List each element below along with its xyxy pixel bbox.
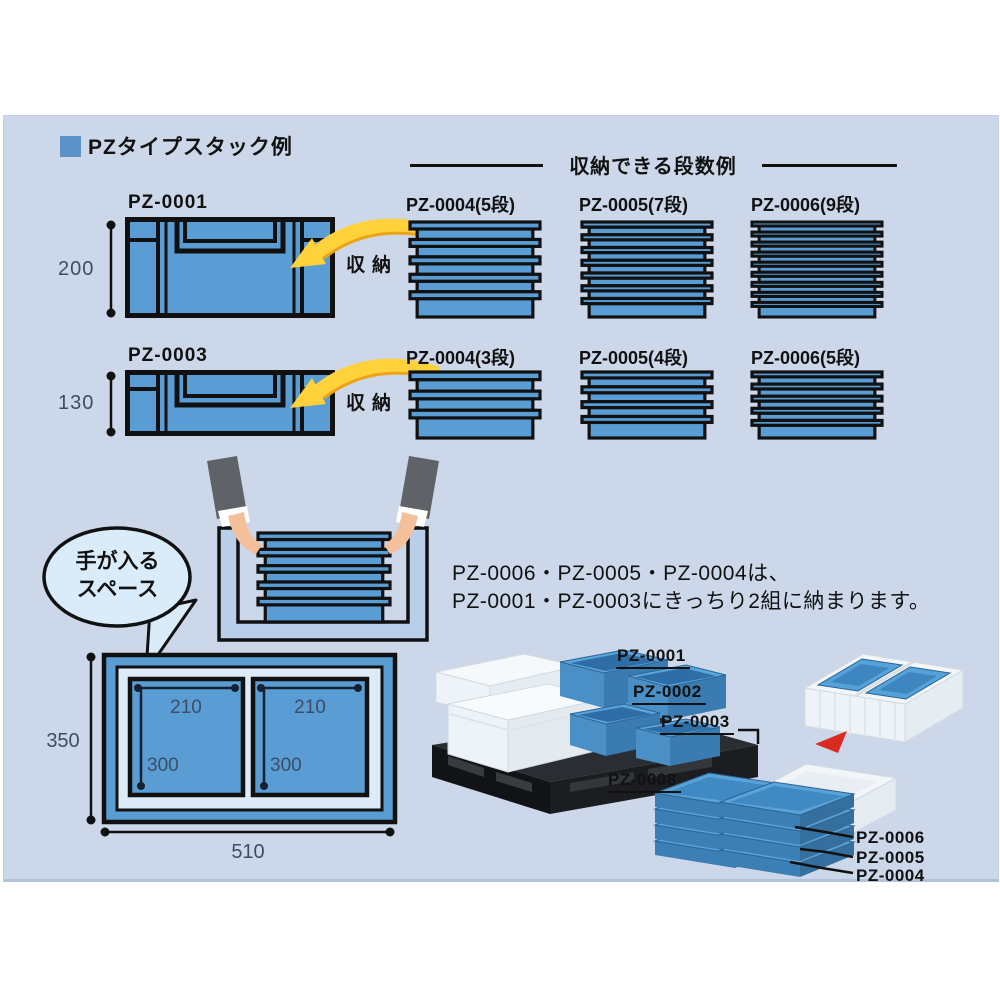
slot-height-right: 300	[270, 755, 302, 776]
connector-pz0006	[794, 825, 854, 839]
red-arrow	[815, 731, 847, 753]
stack-label-pz0006-5: PZ-0006(5段)	[751, 348, 861, 368]
photo-label-pz0006: PZ-0006	[856, 828, 925, 847]
product-photo-scene	[432, 649, 965, 878]
dimension-marker-130	[106, 371, 116, 437]
photo-label-pz0003: PZ-0003	[660, 712, 734, 735]
blue-tray-stack-right	[719, 781, 855, 878]
stack-diagram-pz0004-5dan	[408, 220, 542, 319]
stow-label-row1: 収納	[346, 255, 399, 276]
blue-container-cluster	[559, 649, 727, 766]
slot-width-right: 210	[294, 697, 326, 718]
hands-lifting-illustration	[207, 456, 439, 642]
connector-pz0003	[738, 728, 760, 744]
bubble-line1: 手が入る	[75, 550, 160, 573]
stow-label-row2: 収納	[346, 393, 399, 414]
title-bullet-square	[60, 135, 81, 157]
stack-label-pz0006-9: PZ-0006(9段)	[751, 195, 861, 215]
right-arm-sleeve	[399, 456, 439, 519]
photo-label-pz0005: PZ-0005	[856, 848, 925, 867]
right-hand	[384, 512, 418, 554]
header-rule-right	[762, 164, 897, 167]
note-line2: PZ-0001・PZ-0003にきっちり2組に納まります。	[452, 590, 931, 613]
outer-height-dim: 350	[46, 730, 79, 752]
page-title: PZタイプスタック例	[60, 131, 293, 161]
bubble-text: 手が入る スペース	[45, 548, 190, 604]
photo-label-pz0002: PZ-0002	[632, 682, 706, 705]
stack-diagram-pz0006-5dan	[750, 370, 884, 440]
dimension-130: 130	[58, 392, 95, 414]
stack-diagram-pz0005-4dan	[580, 370, 714, 440]
left-arm-sleeve	[207, 456, 247, 519]
left-hand	[228, 512, 262, 554]
container-label-pz0001: PZ-0001	[128, 192, 208, 213]
top-view-diagram: 210 300 210 300 350 510	[46, 652, 398, 863]
dimension-marker-200	[106, 220, 116, 318]
stack-label-pz0004-5: PZ-0004(5段)	[406, 195, 516, 215]
hands-stack	[256, 531, 392, 624]
page-title-text: PZタイプスタック例	[88, 136, 293, 159]
outer-width-dim: 510	[231, 841, 264, 863]
container-label-pz0003: PZ-0003	[128, 345, 208, 366]
note-line1: PZ-0006・PZ-0005・PZ-0004は、	[452, 562, 791, 585]
connector-pz0004	[789, 860, 854, 875]
clear-container-with-trays	[803, 653, 965, 743]
section-header: 収納できる段数例	[569, 156, 737, 178]
photo-label-pz0008: PZ-0008	[607, 770, 681, 793]
stack-diagram-pz0005-7dan	[580, 220, 714, 319]
stack-label-pz0005-7: PZ-0005(7段)	[579, 195, 689, 215]
stack-diagram-pz0006-9dan	[750, 220, 884, 319]
photo-label-pz0004: PZ-0004	[856, 866, 925, 885]
dimension-200: 200	[58, 258, 95, 280]
photo-label-pz0001: PZ-0001	[616, 646, 690, 669]
stack-label-pz0005-4: PZ-0005(4段)	[579, 348, 689, 368]
container-diagram-pz0001	[125, 217, 335, 318]
bubble-line2: スペース	[76, 578, 159, 601]
connector-pz0005	[799, 847, 854, 859]
header-rule-left	[410, 164, 543, 167]
slot-width-left: 210	[170, 697, 202, 718]
stack-label-pz0004-3: PZ-0004(3段)	[406, 348, 516, 368]
stack-diagram-pz0004-3dan	[408, 370, 542, 440]
slot-height-left: 300	[147, 755, 179, 776]
